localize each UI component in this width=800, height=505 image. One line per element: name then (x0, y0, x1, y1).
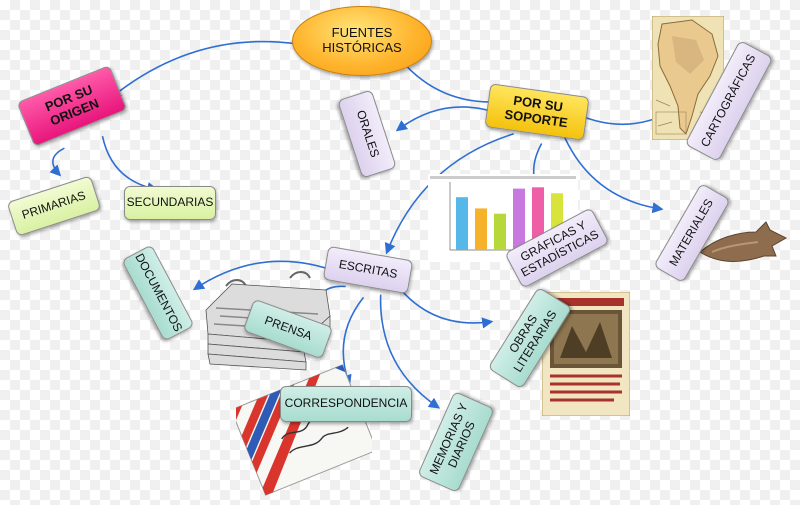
node-secundarias: SECUNDARIAS (124, 186, 216, 220)
node-label: ORALES (353, 108, 383, 160)
node-label: CORRESPONDENCIA (284, 396, 408, 411)
envelope-image (236, 364, 372, 496)
chart-bar (456, 197, 468, 250)
connector-escritas-memorias (379, 294, 441, 409)
chart-bar (513, 188, 525, 250)
arrowhead-image (699, 221, 788, 262)
bar-chart-image (428, 174, 578, 262)
connector-origen-secundarias (101, 136, 159, 194)
node-label: POR SU SOPORTE (503, 92, 569, 131)
node-label: SECUNDARIAS (126, 195, 214, 210)
node-correspondencia: CORRESPONDENCIA (280, 386, 412, 422)
map-image (652, 16, 724, 140)
bar-group (456, 187, 563, 250)
connector-escritas-documentos (192, 260, 341, 291)
node-label: ESCRITAS (337, 257, 399, 282)
node-fuentes-historicas: FUENTES HISTÓRICAS (292, 6, 432, 76)
connector-soporte-materiales (561, 131, 664, 214)
old-book-page-image (542, 292, 630, 416)
chart-bar (494, 213, 506, 250)
node-label: POR SU ORIGEN (42, 81, 102, 129)
connector-origen-primarias (49, 147, 65, 177)
chart-bar (475, 208, 487, 250)
node-label: FUENTES HISTÓRICAS (322, 25, 402, 55)
node-label: PRENSA (262, 313, 314, 344)
